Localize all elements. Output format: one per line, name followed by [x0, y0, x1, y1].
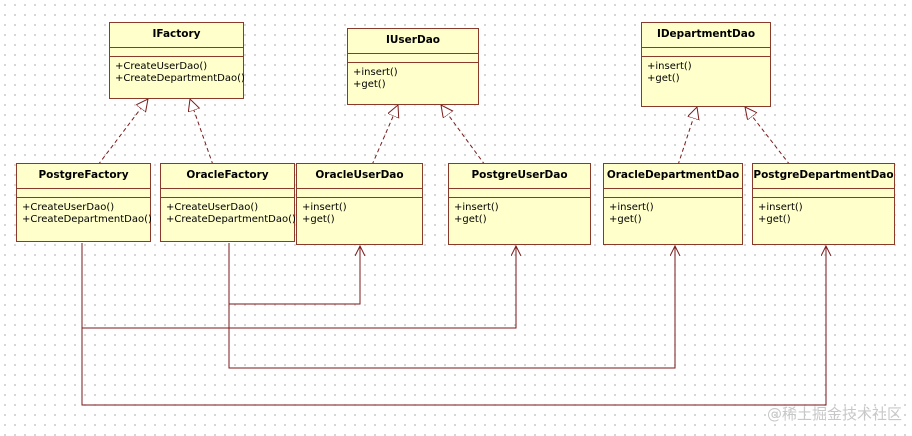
class-oracleuserdao[interactable]: OracleUserDao +insert() +get()	[296, 163, 423, 245]
operations-compartment: +insert() +get()	[449, 198, 590, 226]
operation: +insert()	[758, 202, 803, 213]
class-postgreuserdao[interactable]: PostgreUserDao +insert() +get()	[448, 163, 591, 245]
attributes-compartment	[17, 189, 150, 198]
class-ifactory[interactable]: IFactory +CreateUserDao() +CreateDepartm…	[109, 22, 245, 99]
operation: +CreateUserDao()	[22, 202, 115, 213]
dep-oraclefactory-oracledept	[228, 246, 675, 369]
class-postgredepartmentdao[interactable]: PostgreDepartmentDao +insert() +get()	[752, 163, 895, 245]
class-name: PostgreUserDao	[449, 164, 590, 189]
class-name: IFactory	[110, 23, 243, 48]
operations-compartment: +CreateUserDao() +CreateDepartmentDao()	[161, 198, 296, 226]
operations-compartment: +insert() +get()	[348, 63, 478, 91]
attributes-compartment	[642, 48, 770, 57]
realize-oracledept-idept	[677, 107, 697, 166]
class-oraclefactory[interactable]: OracleFactory +CreateUserDao() +CreateDe…	[160, 163, 296, 242]
class-postgrefactory[interactable]: PostgreFactory +CreateUserDao() +CreateD…	[16, 163, 152, 242]
operation: +insert()	[609, 202, 654, 213]
operation: +get()	[647, 73, 680, 84]
operations-compartment: +insert() +get()	[642, 57, 770, 85]
realize-oracleuserdao-iuserdao	[371, 105, 398, 166]
class-idepartmentdao[interactable]: IDepartmentDao +insert() +get()	[641, 22, 771, 107]
class-name: OracleFactory	[161, 164, 294, 189]
operation: +get()	[302, 214, 335, 225]
operations-compartment: +CreateUserDao() +CreateDepartmentDao()	[110, 57, 245, 85]
operations-compartment: +insert() +get()	[297, 198, 422, 226]
watermark-text: @稀土掘金技术社区	[766, 405, 902, 423]
realize-postgrefactory-ifactory	[97, 99, 148, 166]
realize-postgredept-idept	[745, 107, 791, 166]
operation: +get()	[353, 79, 386, 90]
operation: +CreateDepartmentDao()	[166, 214, 296, 225]
attributes-compartment	[449, 189, 590, 198]
dep-postgrefactory-postgredept	[81, 246, 826, 406]
operation: +CreateUserDao()	[115, 61, 208, 72]
operations-compartment: +CreateUserDao() +CreateDepartmentDao()	[17, 198, 152, 226]
attributes-compartment	[297, 189, 422, 198]
class-name: OracleUserDao	[297, 164, 422, 189]
class-name: PostgreDepartmentDao	[753, 164, 894, 189]
attributes-compartment	[110, 48, 243, 57]
operation: +CreateDepartmentDao()	[22, 214, 152, 225]
class-name: IUserDao	[348, 29, 478, 54]
operation: +CreateDepartmentDao()	[115, 73, 245, 84]
operation: +insert()	[302, 202, 347, 213]
dep-postgrefactory-postgreuserdao	[81, 243, 516, 329]
operation: +insert()	[647, 61, 692, 72]
attributes-compartment	[161, 189, 294, 198]
class-name: PostgreFactory	[17, 164, 150, 189]
operation: +insert()	[353, 67, 398, 78]
class-iuserdao[interactable]: IUserDao +insert() +get()	[347, 28, 479, 105]
attributes-compartment	[753, 189, 894, 198]
operations-compartment: +insert() +get()	[604, 198, 742, 226]
operation: +get()	[758, 214, 791, 225]
realize-postgreuserdao-iuserdao	[441, 105, 486, 166]
attributes-compartment	[604, 189, 742, 198]
dep-oraclefactory-oracleuserdao	[228, 243, 360, 305]
class-name: OracleDepartmentDao	[604, 164, 742, 189]
operation: +get()	[454, 214, 487, 225]
operation: +get()	[609, 214, 642, 225]
realize-oraclefactory-ifactory	[190, 99, 214, 166]
class-oracledepartmentdao[interactable]: OracleDepartmentDao +insert() +get()	[603, 163, 743, 245]
class-name: IDepartmentDao	[642, 23, 770, 48]
operation: +CreateUserDao()	[166, 202, 259, 213]
attributes-compartment	[348, 54, 478, 63]
operation: +insert()	[454, 202, 499, 213]
operations-compartment: +insert() +get()	[753, 198, 894, 226]
